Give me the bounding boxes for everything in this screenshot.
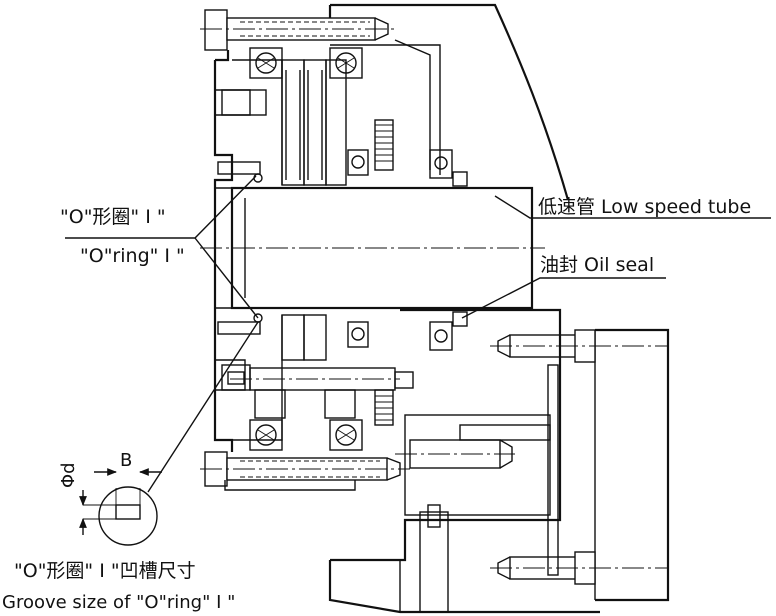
oil-seals (253, 171, 468, 327)
dimension-phid-label: Φd (58, 462, 79, 488)
main-housing (213, 39, 441, 491)
upper-bearings (249, 47, 453, 186)
intermediate-shaft (230, 367, 414, 391)
oring-label-en: "O"ring" I " (80, 245, 185, 267)
top-bolt (200, 9, 395, 51)
small-screws (217, 161, 261, 385)
output-block (330, 308, 562, 613)
bottom-bolt (200, 451, 410, 487)
groove-detail (79, 468, 162, 546)
groove-size-label-cn: "O"形圈" I "凹槽尺寸 (14, 560, 196, 582)
groove-size-label-en: Groove size of "O"ring" I " (2, 592, 235, 613)
oring-label-cn: "O"形圈" I " (60, 206, 166, 228)
oil-seal-label: 油封 Oil seal (540, 254, 654, 276)
right-bolts (490, 329, 668, 585)
low-speed-tube-label: 低速管 Low speed tube (538, 196, 751, 218)
leader-lines (65, 175, 771, 493)
dimension-b-label: B (120, 450, 132, 471)
outer-housing (328, 3, 670, 614)
lower-bearings (249, 314, 453, 451)
low-speed-tube (200, 186, 545, 310)
